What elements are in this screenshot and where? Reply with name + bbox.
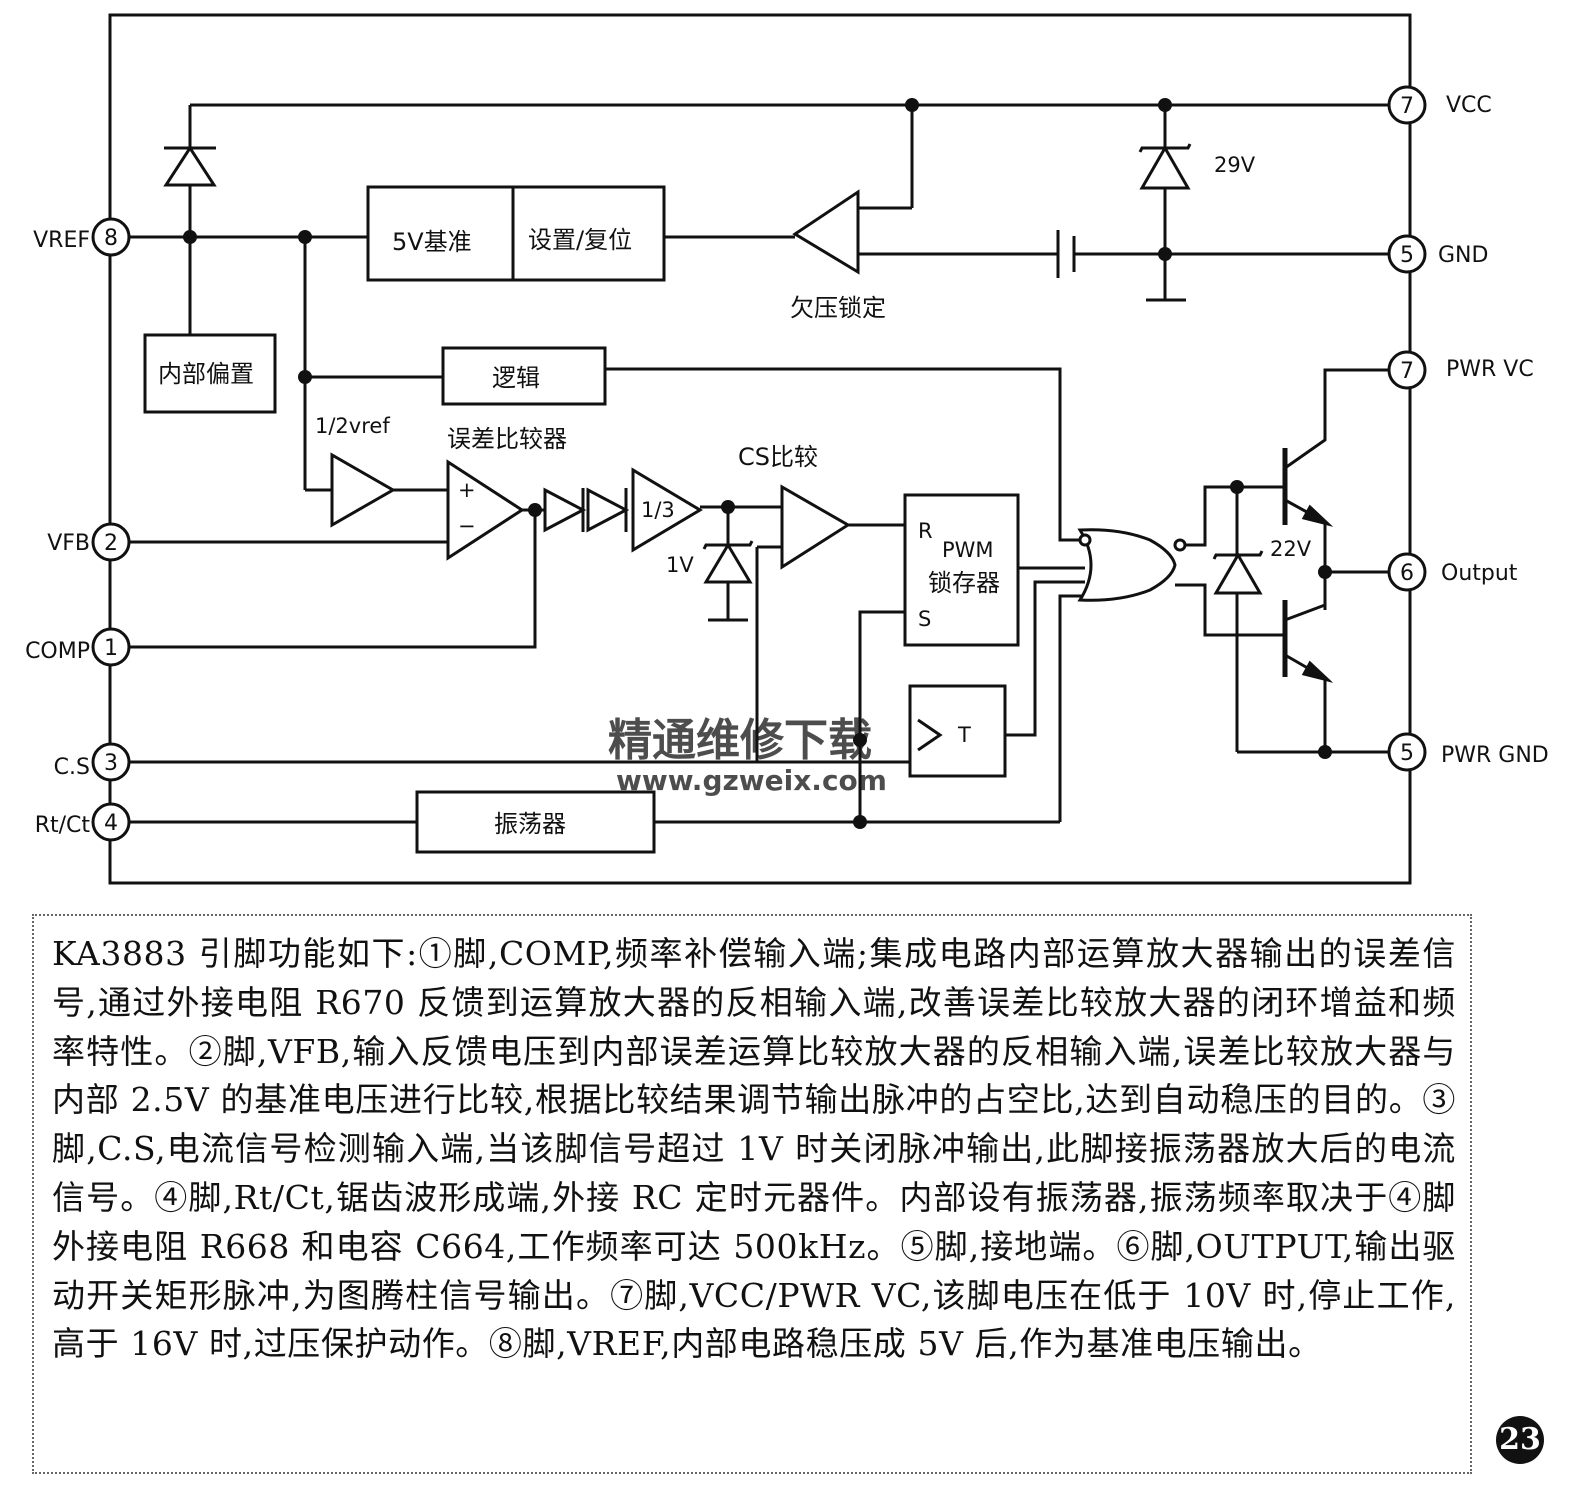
diode-1-icon bbox=[543, 487, 587, 533]
nor-gate bbox=[1077, 528, 1177, 602]
upper-emitter-arrow-icon bbox=[1301, 504, 1334, 527]
pin-vref-label: VREF bbox=[33, 228, 90, 253]
logic-label: 逻辑 bbox=[492, 364, 540, 392]
ref5v-label: 5V基准 bbox=[392, 228, 472, 256]
pin-rtct-label: Rt/Ct bbox=[35, 813, 91, 838]
pin-pwr-gnd bbox=[1387, 732, 1427, 772]
latch-s-label: S bbox=[918, 607, 931, 631]
uvlo-label: 欠压锁定 bbox=[790, 294, 886, 322]
pwm-title: PWM bbox=[942, 538, 994, 562]
pin-rtct bbox=[91, 802, 131, 842]
pin-comp-num: 1 bbox=[104, 636, 118, 661]
t-label: T bbox=[957, 723, 971, 747]
chip-outline bbox=[108, 13, 1412, 885]
uvlo-buffer bbox=[792, 189, 860, 275]
watermark-title: 精通维修下载 bbox=[608, 715, 872, 766]
ref5v-block bbox=[366, 185, 666, 282]
pwm-latch-label: 锁存器 bbox=[928, 569, 1000, 597]
pin-gnd bbox=[1387, 234, 1427, 274]
pin-pwr-gnd-label: PWR GND bbox=[1441, 743, 1549, 768]
zener-1v-icon bbox=[703, 542, 753, 584]
description-text: KA3883 引脚功能如下:①脚,COMP,频率补偿输入端;集成电路内部运算放大… bbox=[52, 934, 1456, 1364]
t-block bbox=[908, 684, 1007, 778]
zener-29v-label: 29V bbox=[1214, 153, 1256, 177]
pin-comp-label: COMP bbox=[25, 639, 90, 664]
t-clock-mark bbox=[917, 718, 943, 752]
internal-bias-block bbox=[143, 333, 277, 414]
pin-function-description: KA3883 引脚功能如下:①脚,COMP,频率补偿输入端;集成电路内部运算放大… bbox=[32, 914, 1472, 1474]
half-vref-buffer bbox=[330, 452, 397, 528]
oscillator-label: 振荡器 bbox=[494, 810, 566, 838]
pin-vfb-num: 2 bbox=[104, 531, 118, 556]
logic-block bbox=[441, 346, 607, 406]
pin-pwr-vc-num: 7 bbox=[1400, 359, 1414, 384]
set-reset-label: 设置/复位 bbox=[528, 226, 632, 254]
minus-sign: − bbox=[458, 514, 476, 538]
pin-gnd-num: 5 bbox=[1400, 243, 1414, 268]
zener-22v-label: 22V bbox=[1270, 537, 1312, 561]
pin-cs bbox=[91, 742, 131, 782]
pin-vcc bbox=[1387, 85, 1427, 125]
one-third-divider bbox=[631, 467, 703, 553]
ka3883-block-diagram: 7 5 7 6 5 8 2 1 3 4 VCC GND PWR VC Outpu… bbox=[25, 13, 1549, 885]
pin-vfb bbox=[91, 522, 131, 562]
error-amp-label: 误差比较器 bbox=[447, 425, 567, 453]
error-amplifier bbox=[446, 459, 525, 561]
pin-cs-num: 3 bbox=[104, 751, 118, 776]
pin-vref-num: 8 bbox=[104, 226, 118, 251]
vref-diode-icon bbox=[163, 145, 217, 187]
pin-rtct-num: 4 bbox=[104, 811, 118, 836]
plus-sign: + bbox=[458, 478, 476, 502]
zener-1v-label: 1V bbox=[666, 553, 694, 577]
pin-gnd-label: GND bbox=[1438, 243, 1488, 268]
pin-output-label: Output bbox=[1441, 561, 1518, 586]
pin-vfb-label: VFB bbox=[47, 531, 90, 556]
pin-comp bbox=[91, 627, 131, 667]
pin-pwr-vc bbox=[1387, 350, 1427, 390]
watermark-url: www.gzweix.com bbox=[616, 764, 887, 797]
pin-cs-label: C.S bbox=[54, 755, 90, 780]
cs-comparator bbox=[780, 484, 851, 570]
pin-pwr-gnd-num: 5 bbox=[1400, 741, 1414, 766]
zener-22v-icon bbox=[1213, 552, 1263, 595]
pin-output bbox=[1387, 552, 1427, 592]
internal-bias-label: 内部偏置 bbox=[158, 360, 254, 388]
pin-vcc-num: 7 bbox=[1400, 94, 1414, 119]
lower-emitter-arrow-icon bbox=[1301, 660, 1334, 683]
page-number-badge: 23 bbox=[1496, 1416, 1544, 1464]
half-vref-label: 1/2vref bbox=[315, 414, 390, 438]
pin-vcc-label: VCC bbox=[1446, 93, 1492, 118]
one-third-label: 1/3 bbox=[641, 498, 675, 522]
pin-output-num: 6 bbox=[1400, 561, 1414, 586]
zener-29v-icon bbox=[1139, 144, 1191, 190]
pin-vref bbox=[91, 217, 131, 257]
cs-comp-label: CS比较 bbox=[738, 443, 818, 471]
pwm-latch-block bbox=[903, 493, 1020, 647]
pin-pwr-vc-label: PWR VC bbox=[1446, 357, 1534, 382]
diode-2-icon bbox=[586, 487, 630, 533]
latch-r-label: R bbox=[918, 519, 933, 543]
